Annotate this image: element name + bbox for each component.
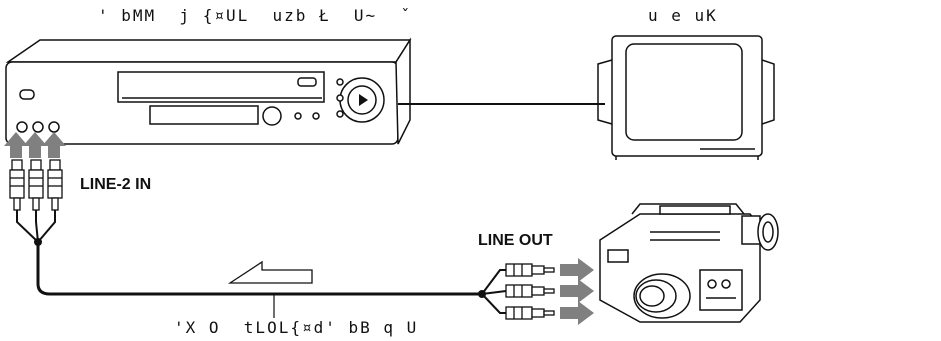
line-out-label: LINE OUT bbox=[478, 232, 553, 249]
main-cable bbox=[36, 242, 482, 296]
rca-plugs-camcorder bbox=[505, 263, 555, 320]
vcr bbox=[5, 37, 412, 145]
input-arrows bbox=[4, 132, 66, 158]
output-arrows bbox=[560, 258, 594, 325]
cable-caption: 'X O tLOL{¤d' bB q U bbox=[174, 318, 419, 337]
split-wires-right bbox=[481, 269, 507, 314]
rca-plugs-vcr bbox=[9, 159, 63, 211]
tv-caption: u e uK bbox=[648, 6, 718, 25]
vcr-caption: ' bMM j {¤UL uzb Ł U~ ˇ bbox=[98, 6, 413, 25]
line2-in-label: LINE-2 IN bbox=[80, 176, 152, 193]
split-wires-left bbox=[16, 210, 56, 243]
signal-direction-arrow bbox=[227, 260, 313, 284]
camcorder bbox=[599, 203, 779, 323]
tv bbox=[597, 35, 775, 160]
